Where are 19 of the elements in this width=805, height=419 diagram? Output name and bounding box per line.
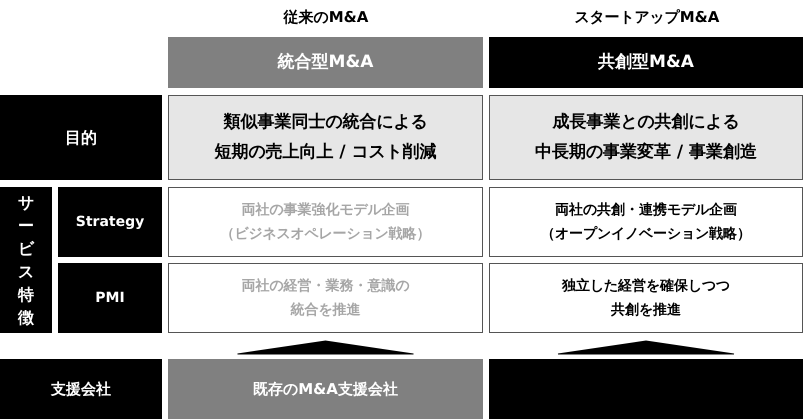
table-cell: 独立した経営を確保しつつ共創を推進 [489, 263, 803, 333]
header-box: 目的 [0, 95, 162, 180]
header-box: Strategy [58, 187, 162, 257]
empty-box [489, 359, 803, 419]
header-box: 支援会社 [0, 359, 162, 419]
header-box: PMI [58, 263, 162, 333]
table-cell: 類似事業同士の統合による短期の売上向上 / コスト削減 [168, 95, 483, 180]
table-cell: 両社の経営・業務・意識の統合を推進 [168, 263, 483, 333]
table-cell: 両社の共創・連携モデル企画（オープンイノベーション戦略） [489, 187, 803, 257]
header-box: 統合型M&A [168, 37, 483, 88]
column-heading: 従来のM&A [282, 8, 370, 27]
table-cell: 成長事業との共創による中長期の事業変革 / 事業創造 [489, 95, 803, 180]
header-box: 既存のM&A支援会社 [168, 359, 483, 419]
arrow [558, 340, 734, 354]
arrow [237, 340, 414, 354]
column-heading: スタートアップM&A [574, 8, 720, 27]
table-cell: 両社の事業強化モデル企画（ビジネスオペレーション戦略） [168, 187, 483, 257]
header-box: サービス特徴 [0, 187, 52, 333]
header-box: 共創型M&A [489, 37, 803, 88]
